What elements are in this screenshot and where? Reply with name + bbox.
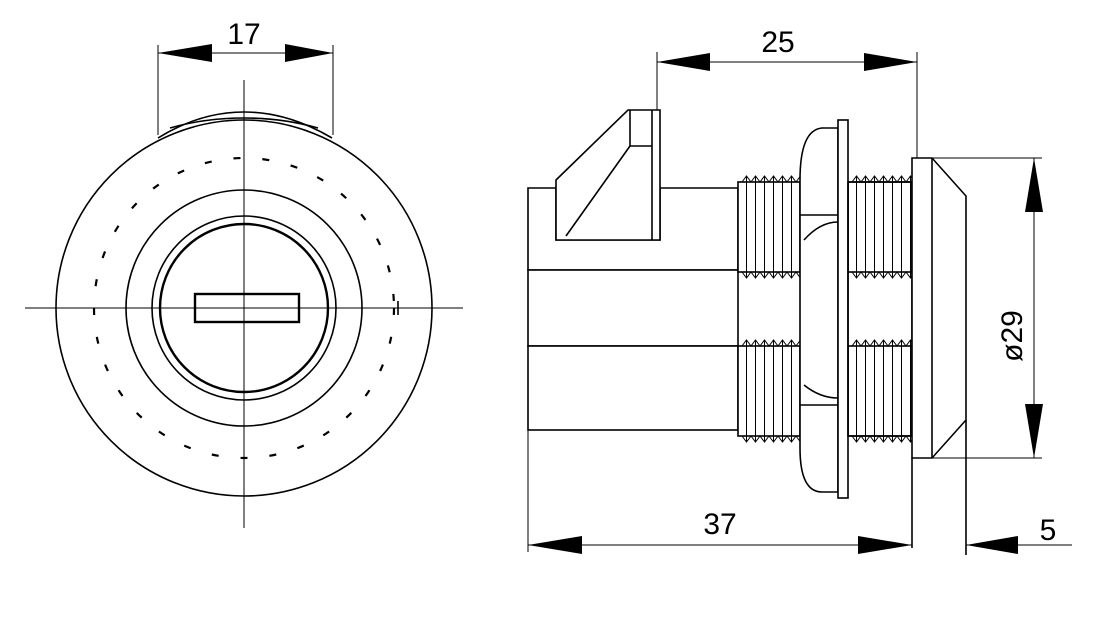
body-shaft <box>847 181 913 437</box>
dim-5-label: 5 <box>1040 514 1057 547</box>
thread-tooth <box>750 339 761 443</box>
thread-tooth <box>768 339 779 443</box>
front-top-boss-inner <box>169 117 319 129</box>
thread-tooth <box>860 339 871 443</box>
thread-tooth <box>759 339 770 443</box>
front-ring-2 <box>151 215 337 401</box>
thread-tooth <box>786 339 797 443</box>
dim-29-label: ø29 <box>996 310 1029 362</box>
thread-tooth <box>786 175 797 279</box>
thread-tooth <box>741 175 752 279</box>
thread-tooth <box>887 175 898 279</box>
thread-tooth <box>851 339 862 443</box>
dim-25-arrow-left <box>657 53 710 71</box>
thread-tooth <box>869 175 880 279</box>
thread-tooth <box>896 339 907 443</box>
dim-25-arrow-right <box>864 53 917 71</box>
dim-37-arrow-left <box>528 536 582 554</box>
cam-latch <box>555 109 661 241</box>
front-ring-3 <box>158 222 330 394</box>
dim-25-label: 25 <box>761 26 794 59</box>
front-knurl-ring <box>92 156 396 460</box>
dim-17-label: 17 <box>227 18 260 51</box>
dim-17-arrow-right <box>285 44 333 62</box>
dim-37-label: 37 <box>703 508 736 541</box>
dim-37-arrow-right <box>858 536 912 554</box>
thread-tooth <box>887 339 898 443</box>
hex-nut <box>799 127 839 493</box>
cam-middle-block <box>527 269 739 347</box>
thread-tooth <box>851 175 862 279</box>
thread-upper-left <box>737 181 801 273</box>
front-outer-flange-circle <box>55 119 433 497</box>
thread-tooth <box>860 175 871 279</box>
hex-nut-curve-2 <box>803 384 839 399</box>
side-view: 25 ø29 37 5 <box>527 26 1072 555</box>
thread-tooth <box>741 339 752 443</box>
thread-tooth <box>878 339 889 443</box>
thread-tooth <box>896 175 907 279</box>
dim-29-arrow-top <box>1025 158 1043 212</box>
dim-17-arrow-left <box>158 44 212 62</box>
front-ring-1 <box>125 189 363 427</box>
key-slot <box>193 292 301 324</box>
thread-tooth <box>878 175 889 279</box>
thread-tooth <box>768 175 779 279</box>
dim-5-arrow <box>966 536 1018 554</box>
thread-tooth <box>750 175 761 279</box>
dim-29-arrow-bottom <box>1025 404 1043 458</box>
front-flange <box>911 157 967 459</box>
front-view: 17 <box>25 18 463 528</box>
washer <box>837 119 849 499</box>
thread-lower-left <box>737 345 801 437</box>
cam-latch-edge <box>565 145 631 237</box>
hex-nut-curve-1 <box>803 221 839 241</box>
thread-tooth <box>759 175 770 279</box>
cam-lower-block <box>527 345 739 431</box>
thread-tooth <box>777 339 788 443</box>
thread-tooth <box>777 175 788 279</box>
thread-tooth <box>869 339 880 443</box>
